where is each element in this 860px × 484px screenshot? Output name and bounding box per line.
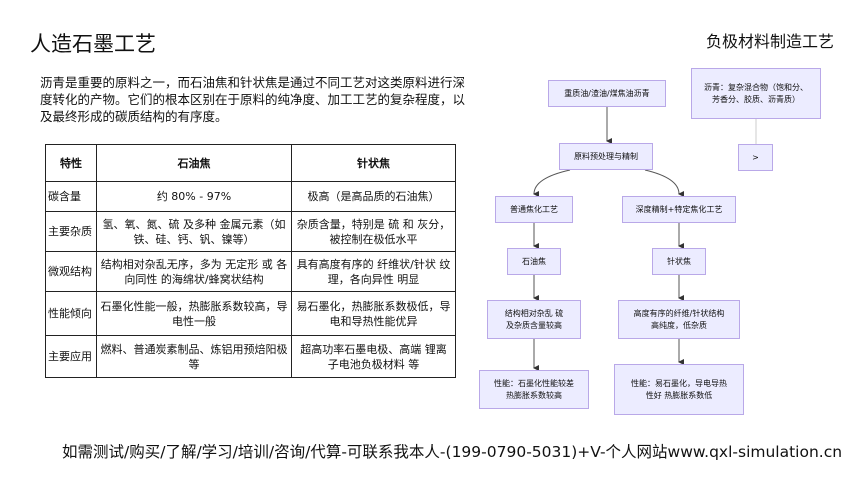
table-cell: 极高（是高品质的石油焦） [291,181,456,212]
node-structure-1: 结构相对杂乱 硫及杂质含量较高 [487,300,581,339]
row-label: 微观结构 [45,251,97,292]
table-cell: 约 80% - 97% [96,181,292,212]
table-cell: 结构相对杂乱无序，多为 无定形 或 各向同性 的海绵状/蜂窝状结构 [96,251,292,292]
table-row: 主要应用燃料、普通炭素制品、炼铝用预焙阳极等超高功率石墨电极、高端 锂离子电池负… [45,335,456,378]
row-label: 性能倾向 [45,291,97,336]
node-raw-material: 重质油/渣油/煤焦油沥青 [548,80,666,107]
comparison-table: 特性 石油焦 针状焦 碳含量约 80% - 97%极高（是高品质的石油焦）主要杂… [45,144,456,378]
node-gt: > [738,144,773,171]
table-row: 微观结构结构相对杂乱无序，多为 无定形 或 各向同性 的海绵状/蜂窝状结构具有高… [45,251,456,292]
node-common-coking: 普通焦化工艺 [495,196,573,223]
page-subtitle: 负极材料制造工艺 [705,32,834,51]
table-cell: 燃料、普通炭素制品、炼铝用预焙阳极等 [96,335,292,378]
node-petroleum-coke: 石油焦 [507,248,561,275]
node-performance-2: 性能：易石墨化，导电导热性好 热膨胀系数低 [614,364,744,415]
table-cell: 超高功率石墨电极、高端 锂离子电池负极材料 等 [291,335,456,378]
table-header: 针状焦 [291,144,456,182]
node-pitch: 沥青：复杂混合物（饱和分、芳香分、胶质、沥青质） [691,68,821,119]
table-header-row: 特性 石油焦 针状焦 [45,144,456,182]
node-structure-2: 高度有序的纤维/针状结构 高纯度，低杂质 [618,300,740,339]
row-label: 碳含量 [45,181,97,212]
node-deep-refining: 深度精制+特定焦化工艺 [622,196,736,223]
footer-contact: 如需测试/购买/了解/学习/培训/咨询/代算-可联系我本人-(199-0790-… [62,443,843,461]
row-label: 主要杂质 [45,211,97,252]
intro-text: 沥青是重要的原料之一，而石油焦和针状焦是通过不同工艺对这类原料进行深度转化的产物… [40,75,466,124]
node-pretreatment: 原料预处理与精制 [559,143,653,170]
table-cell: 氢、氧、氮、硫 及多种 金属元素（如铁、硅、钙、钒、镍等） [96,211,292,252]
table-cell: 具有高度有序的 纤维状/针状 纹理，各向异性 明显 [291,251,456,292]
node-performance-1: 性能：石墨化性能较差 热膨胀系数较高 [479,370,589,409]
row-label: 主要应用 [45,335,97,378]
table-row: 碳含量约 80% - 97%极高（是高品质的石油焦） [45,181,456,212]
page-title: 人造石墨工艺 [30,32,156,56]
table-row: 性能倾向石墨化性能一般，热膨胀系数较高，导电性一般易石墨化，热膨胀系数极低，导电… [45,291,456,336]
node-needle-coke: 针状焦 [652,248,706,275]
